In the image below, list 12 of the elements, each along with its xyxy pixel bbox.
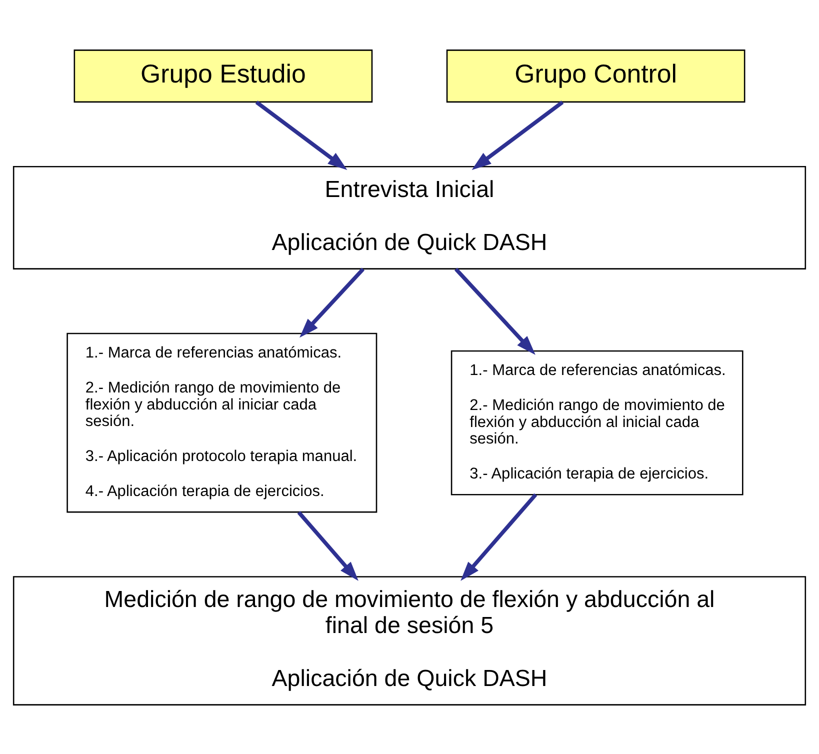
node-box: 1.- Marca de referencias anatómicas. 2.- Medición rango de movimiento de flexión y abducción al inicial cada sesión. 3.- Aplicación terapia de ejercicios.	[450, 350, 744, 495]
node-box: 1.- Marca de referencias anatómicas. 2.- Medición rango de movimiento de flexión y abducción al iniciar cada sesión. 3.- Aplicación protocolo terapia manual. 4.- Aplicación terapia de ejercicios.	[66, 332, 378, 512]
arrow	[300, 267, 365, 338]
arrow	[460, 492, 538, 580]
node-box: Grupo Control	[446, 49, 746, 102]
arrow	[255, 100, 348, 170]
arrow	[454, 267, 536, 354]
arrow	[472, 100, 564, 170]
node-box: Entrevista Inicial Aplicación de Quick DASH	[12, 165, 806, 269]
arrow	[297, 510, 358, 580]
node-box: Grupo Estudio	[74, 49, 373, 102]
node-box: Medición de rango de movimiento de flexión y abducción al final de sesión 5 Aplicación de Quick DASH	[12, 576, 806, 705]
